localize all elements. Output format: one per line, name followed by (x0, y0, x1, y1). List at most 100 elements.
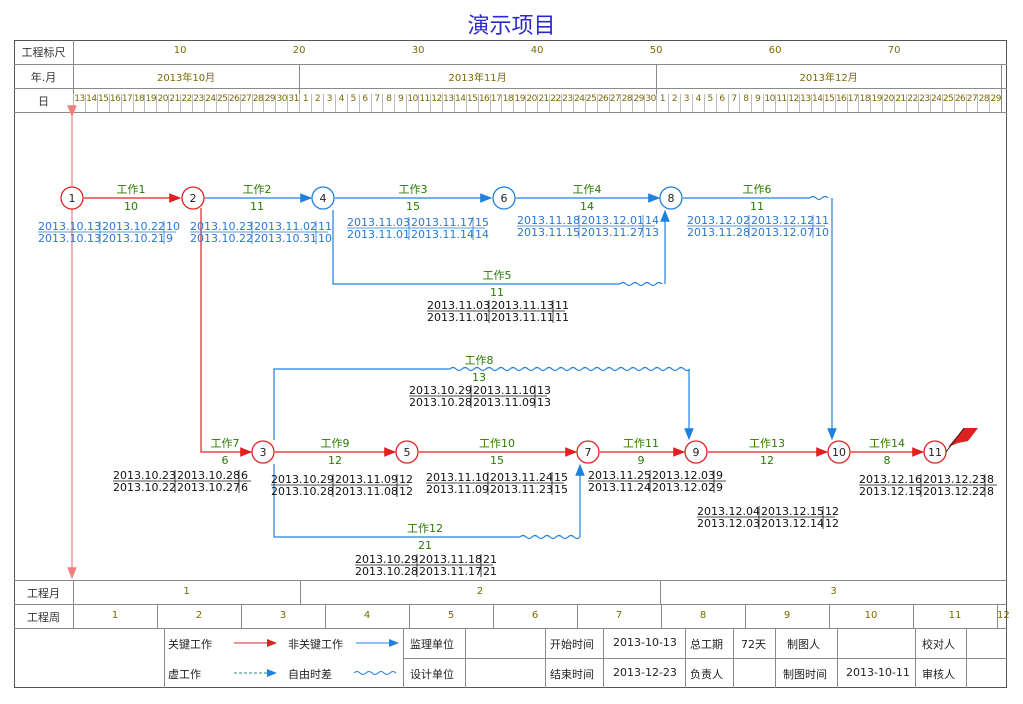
project-week: 2 (195, 610, 203, 621)
yearmonth-label: 年.月 (30, 71, 57, 84)
day-cell: 8 (739, 94, 751, 112)
day-cell: 15 (465, 94, 478, 112)
designer-label: 设计单位 (410, 668, 454, 681)
late-finish: 2013.11.23 (490, 483, 553, 496)
total-float: 9 (716, 469, 723, 482)
day-cell: 19 (144, 94, 157, 112)
scale-tick: 60 (768, 45, 782, 56)
early-start: 2013.12.04 (697, 505, 760, 518)
project-week: 9 (783, 610, 791, 621)
draw-time-value: 2013-10-11 (846, 666, 910, 679)
late-finish: 2013.10.27 (177, 481, 240, 494)
activity-name: 工作14 (869, 437, 905, 450)
project-week: 1 (111, 610, 119, 621)
day-cell: 16 (108, 94, 121, 112)
duration-label: 总工期 (690, 638, 723, 651)
divider (656, 64, 658, 112)
day-cell: 6 (358, 94, 371, 112)
day-cell: 3 (679, 94, 692, 112)
scale-tick: 70 (887, 45, 901, 56)
end-value: 2013-12-23 (613, 666, 677, 679)
early-start: 2013.10.29 (355, 553, 418, 566)
late-start: 2013.10.22 (190, 232, 253, 245)
late-start: 2013.10.22 (113, 481, 176, 494)
node-number: 10 (832, 446, 846, 459)
early-finish: 2013.10.28 (177, 469, 240, 482)
free-float: 9 (716, 481, 723, 494)
late-start: 2013.11.28 (687, 226, 750, 239)
late-finish: 2013.12.14 (761, 517, 824, 530)
drawer-label: 制图人 (787, 638, 820, 651)
project-month: 2 (476, 586, 484, 597)
day-cell: 16 (834, 94, 847, 112)
day-cell: 7 (727, 94, 740, 112)
node-number: 3 (260, 446, 267, 459)
day-label: 日 (38, 95, 49, 108)
node-number: 2 (190, 192, 197, 205)
day-cell: 10 (763, 94, 775, 112)
node-circle (395, 440, 419, 464)
day-cell: 26 (953, 94, 966, 112)
day-cell: 13 (73, 94, 85, 112)
scale-tick: 20 (292, 45, 306, 56)
legend-dummy-label: 虚工作 (168, 668, 201, 681)
late-finish: 2013.11.17 (419, 565, 482, 578)
day-cell: 8 (382, 94, 394, 112)
activity-name: 工作1 (117, 183, 146, 196)
month-label: 2013年11月 (448, 73, 507, 84)
total-float: 12 (399, 473, 413, 486)
project-week: 4 (363, 610, 371, 621)
total-float: 10 (166, 220, 180, 233)
day-cell: 28 (620, 94, 633, 112)
node-number: 9 (693, 446, 700, 459)
day-cell: 20 (156, 94, 168, 112)
total-float: 15 (554, 471, 568, 484)
project-week: 6 (531, 610, 539, 621)
node-number: 4 (320, 192, 327, 205)
day-cell: 29 (632, 94, 644, 112)
late-finish: 2013.12.02 (652, 481, 715, 494)
finish-flag-icon (948, 428, 978, 447)
day-cell: 22 (906, 94, 918, 112)
total-float: 15 (475, 216, 489, 229)
late-start: 2013.10.13 (38, 232, 101, 245)
node-circle (659, 186, 683, 210)
node-circle (827, 440, 851, 464)
divider (73, 580, 74, 628)
day-cell: 30 (275, 94, 287, 112)
critical-links (84, 193, 925, 457)
early-finish: 2013.10.22 (102, 220, 165, 233)
flag-pole (945, 427, 965, 453)
scale-tick: 40 (530, 45, 544, 56)
node-circle (492, 186, 516, 210)
day-cell: 11 (775, 94, 787, 112)
day-cell: 2 (668, 94, 680, 112)
day-cell: 26 (596, 94, 609, 112)
free-float: 14 (475, 228, 489, 241)
day-cell: 5 (346, 94, 359, 112)
day-cell: 14 (453, 94, 466, 112)
free-float: 10 (318, 232, 332, 245)
month-label: 2013年12月 (799, 73, 858, 84)
divider (299, 64, 301, 112)
early-start: 2013.11.03 (427, 299, 490, 312)
day-cell: 22 (549, 94, 561, 112)
free-float: 11 (555, 311, 569, 324)
divider (14, 88, 1007, 89)
late-start: 2013.12.03 (697, 517, 760, 530)
activity-duration: 11 (250, 200, 264, 213)
activity-duration: 15 (406, 200, 420, 213)
late-start: 2013.12.15 (859, 485, 922, 498)
project-week: 11 (948, 610, 962, 621)
day-cell: 23 (560, 94, 573, 112)
activity-name: 工作11 (623, 437, 659, 450)
activity-duration: 6 (222, 454, 229, 467)
free-float: 10 (815, 226, 829, 239)
day-cell: 1 (656, 94, 668, 112)
divider (14, 604, 1007, 605)
day-cell: 18 (501, 94, 514, 112)
early-finish: 2013.12.15 (761, 505, 824, 518)
late-start: 2013.10.28 (355, 565, 418, 578)
late-start: 2013.11.09 (426, 483, 489, 496)
